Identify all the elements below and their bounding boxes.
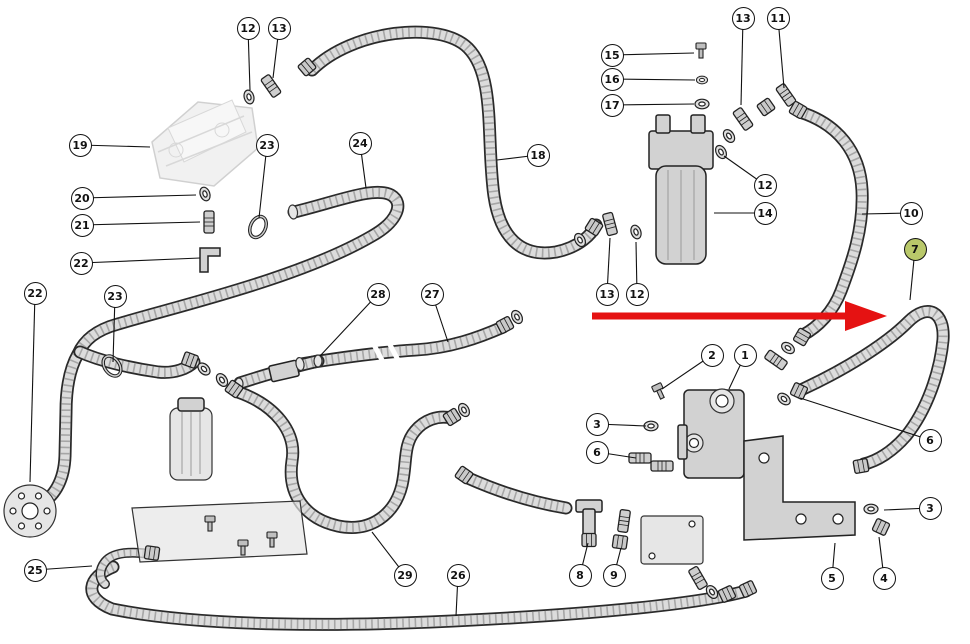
- hose-10-art: [800, 112, 862, 335]
- hose-open-end: [295, 356, 305, 372]
- nipple-fitting: [628, 452, 652, 464]
- washer-fitting: [720, 126, 738, 146]
- callout-29[interactable]: 29: [393, 563, 417, 587]
- callout-13[interactable]: 13: [267, 16, 291, 40]
- callout-25[interactable]: 25: [23, 558, 47, 582]
- washer-fitting: [643, 420, 659, 432]
- callout-28[interactable]: 28: [366, 282, 390, 306]
- fittings-layer: [97, 42, 891, 604]
- bolt-fitting: [695, 42, 707, 59]
- canister-art: [169, 397, 213, 481]
- callout-23[interactable]: 23: [255, 133, 279, 157]
- filter-assembly-art: [648, 114, 714, 265]
- hose-28-art: [240, 360, 318, 383]
- nipple-fitting: [601, 211, 619, 237]
- callout-11[interactable]: 11: [766, 6, 790, 30]
- washer-fitting: [197, 185, 213, 203]
- hose-left-mid-art: [80, 352, 194, 372]
- bracket-art: [743, 435, 856, 541]
- callout-26[interactable]: 26: [446, 563, 470, 587]
- hose-nut: [852, 457, 870, 475]
- callout-24[interactable]: 24: [348, 131, 372, 155]
- callout-21[interactable]: 21: [70, 213, 94, 237]
- tee-fitting-art: [575, 499, 603, 536]
- callout-19[interactable]: 19: [68, 133, 92, 157]
- valve-block-art: [677, 388, 745, 479]
- nipple-fitting: [763, 348, 789, 372]
- callout-13[interactable]: 13: [595, 282, 619, 306]
- callout-9[interactable]: 9: [602, 563, 626, 587]
- callout-14[interactable]: 14: [753, 201, 777, 225]
- callout-15[interactable]: 15: [600, 43, 624, 67]
- hose-open-end: [313, 354, 323, 368]
- hex-nut: [871, 517, 891, 537]
- callout-1[interactable]: 1: [733, 343, 757, 367]
- callout-6[interactable]: 6: [918, 428, 942, 452]
- callout-3[interactable]: 3: [585, 412, 609, 436]
- nipple-fitting: [650, 460, 674, 472]
- hose-27-art: [301, 327, 503, 364]
- hose-nut: [755, 97, 777, 117]
- washer-fitting: [778, 339, 798, 357]
- callout-6[interactable]: 6: [585, 440, 609, 464]
- callout-27[interactable]: 27: [420, 282, 444, 306]
- callout-4[interactable]: 4: [872, 566, 896, 590]
- callout-13[interactable]: 13: [731, 6, 755, 30]
- hose-26-art: [92, 567, 746, 624]
- callout-12[interactable]: 12: [753, 173, 777, 197]
- callout-5[interactable]: 5: [820, 566, 844, 590]
- callout-16[interactable]: 16: [600, 67, 624, 91]
- washer-fitting: [863, 503, 879, 515]
- washer-fitting: [712, 142, 730, 162]
- washer-fitting: [628, 223, 644, 241]
- callout-18[interactable]: 18: [526, 143, 550, 167]
- nipple-fitting: [616, 508, 632, 534]
- elbow-fitting: [199, 247, 221, 273]
- washer-fitting: [694, 98, 710, 110]
- callout-20[interactable]: 20: [70, 186, 94, 210]
- flange-art: [3, 484, 57, 538]
- hose-to-tee-art: [468, 478, 566, 508]
- nipple-fitting: [203, 210, 215, 234]
- callout-12[interactable]: 12: [625, 282, 649, 306]
- hose-nut: [143, 544, 161, 562]
- callout-22[interactable]: 22: [69, 251, 93, 275]
- callout-17[interactable]: 17: [600, 93, 624, 117]
- callout-3[interactable]: 3: [918, 496, 942, 520]
- nipple-fitting: [731, 106, 755, 132]
- hose-nut: [611, 533, 629, 551]
- hose-nut: [581, 532, 597, 548]
- callout-23[interactable]: 23: [103, 284, 127, 308]
- nipple-fitting: [687, 565, 709, 591]
- callout-2[interactable]: 2: [700, 343, 724, 367]
- callout-8[interactable]: 8: [568, 563, 592, 587]
- manifold-block-art: [640, 515, 704, 565]
- washer-fitting: [241, 88, 257, 106]
- hose-open-end: [287, 204, 299, 220]
- callout-12[interactable]: 12: [236, 16, 260, 40]
- mounting-plate-art: [131, 500, 308, 563]
- bolt-fitting: [650, 381, 668, 401]
- nipple-fitting: [259, 73, 283, 99]
- callout-22[interactable]: 22: [23, 281, 47, 305]
- washer-fitting: [695, 75, 709, 85]
- ghost-part-art: [151, 99, 259, 187]
- ring-clamp: [244, 212, 272, 242]
- callout-7-highlighted[interactable]: 7: [903, 237, 927, 261]
- callout-10[interactable]: 10: [899, 201, 923, 225]
